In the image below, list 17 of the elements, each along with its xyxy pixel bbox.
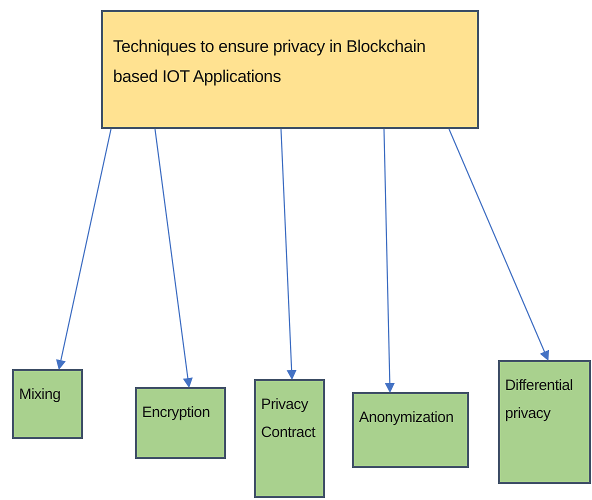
box-text: Techniques to ensure privacy in Blockchain based IOT Applications — [113, 36, 426, 88]
title-box — [101, 10, 479, 129]
box-text: Anonymization — [359, 408, 454, 428]
arrow — [280, 128, 297, 380]
box-text: Differential privacy — [505, 376, 574, 424]
arrow — [56, 128, 112, 370]
technique-box — [135, 387, 226, 459]
arrow — [448, 128, 550, 361]
box-text: Privacy Contract — [261, 395, 316, 443]
technique-box — [498, 360, 591, 484]
technique-box — [352, 392, 469, 468]
arrow — [154, 128, 193, 388]
box-text: Encryption — [142, 403, 211, 423]
arrow — [383, 128, 395, 393]
technique-box — [12, 369, 83, 439]
box-text: Mixing — [19, 385, 62, 405]
technique-box — [254, 379, 325, 498]
